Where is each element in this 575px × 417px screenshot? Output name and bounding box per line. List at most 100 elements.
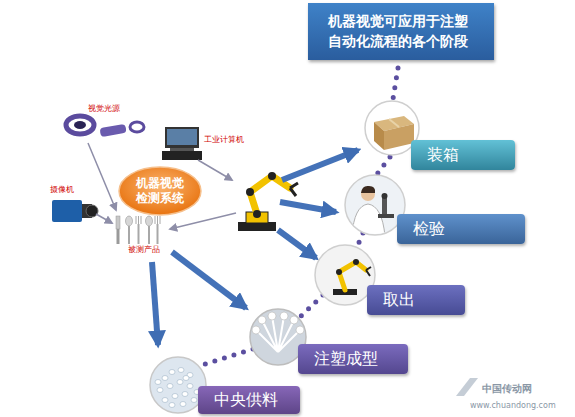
- industrial-computer-icon: [167, 129, 197, 145]
- robot-arm: [290, 183, 298, 196]
- signal-arrow: [88, 143, 236, 229]
- light-source-icon: [66, 116, 94, 134]
- stage-text: 装箱: [427, 145, 459, 165]
- camera-icon: [86, 205, 98, 217]
- process-arrow: [152, 262, 158, 345]
- inspection-picture: [361, 186, 375, 193]
- watermark-logo: [456, 378, 478, 396]
- camera-icon: [52, 200, 82, 222]
- packing-picture: [389, 119, 399, 127]
- process-arrow: [282, 150, 358, 180]
- take-out-picture: [315, 245, 375, 305]
- inspection-picture: [378, 214, 394, 218]
- stage-bar: 注塑成型: [298, 344, 408, 374]
- pellets-picture: [178, 368, 184, 373]
- inspection-picture: [382, 193, 388, 199]
- take-out-picture: [333, 259, 371, 295]
- molding-picture: [290, 316, 298, 324]
- dotted-chain: [199, 68, 398, 366]
- dotted-chain: [299, 295, 323, 318]
- stage-text: 注塑成型: [314, 349, 378, 369]
- process-arrow: [172, 252, 246, 308]
- process-arrow: [278, 230, 316, 258]
- signal-arrow: [88, 143, 116, 210]
- dotted-chain: [393, 68, 398, 99]
- watermark: 中国传动网: [482, 383, 532, 394]
- cutlery-products: [116, 216, 160, 244]
- cutlery-products: [126, 216, 133, 226]
- pellets-picture: [169, 370, 175, 375]
- title-box: 机器视觉可应用于注塑 自动化流程的各个阶段: [308, 3, 494, 60]
- take-out-picture: [339, 262, 366, 290]
- inspection-picture: [345, 175, 405, 236]
- pellets-picture: [162, 376, 168, 381]
- robot-arm: [268, 172, 276, 180]
- cutlery-products: [157, 224, 159, 244]
- pellets-picture: [183, 376, 189, 381]
- camera-icon: [52, 200, 98, 222]
- take-out-picture: [315, 245, 375, 305]
- pellets-picture: [191, 398, 197, 403]
- take-out-picture: [336, 269, 342, 275]
- stage-text: 中央供料: [214, 390, 278, 410]
- pellets-picture: [187, 384, 193, 389]
- packing-picture: [374, 122, 384, 150]
- pellets-picture: [162, 398, 168, 403]
- signal-arrow: [198, 160, 232, 180]
- industrial-computer-icon: [162, 151, 202, 160]
- part-label: 被测产品: [128, 246, 160, 255]
- pellets-picture: [177, 380, 183, 385]
- watermark-logo: [456, 378, 478, 396]
- dotted-chain: [377, 157, 390, 174]
- light-source-icon: [74, 121, 86, 129]
- industrial-computer-icon: [162, 127, 202, 160]
- inspection-picture: [382, 197, 387, 215]
- dotted-chain: [357, 233, 363, 247]
- cutlery-products: [138, 224, 140, 244]
- part-label: 视觉光源: [88, 105, 120, 114]
- robot-arm: [246, 188, 254, 196]
- pellets-picture: [172, 394, 178, 399]
- pellets-picture: [157, 388, 163, 393]
- light-source-icon: [100, 124, 127, 137]
- molding-picture: [268, 312, 276, 320]
- molding-picture: [252, 312, 304, 352]
- light-source-icon: [130, 122, 144, 132]
- take-out-picture: [353, 259, 359, 265]
- title-text: 机器视觉可应用于注塑 自动化流程的各个阶段: [328, 11, 474, 52]
- watermark: www.chuandong.com: [470, 402, 556, 411]
- inspection-picture: [352, 186, 394, 236]
- stage-text: 取出: [383, 290, 415, 310]
- take-out-picture: [366, 267, 371, 276]
- process-arrow: [280, 202, 336, 212]
- signal-arrow: [96, 214, 112, 223]
- packing-picture: [384, 124, 414, 150]
- cutlery-products: [155, 216, 160, 224]
- stage-bar: 检验: [397, 214, 525, 244]
- pellets-picture: [167, 384, 173, 389]
- cutlery-products: [146, 216, 153, 226]
- molding-picture: [256, 316, 300, 352]
- light-source-icon: [66, 116, 144, 137]
- robot-arm: [253, 210, 261, 218]
- industrial-computer-icon: [165, 127, 199, 148]
- pellets-picture: [182, 392, 188, 397]
- pellets-picture: [155, 380, 161, 385]
- inspection-picture: [352, 204, 385, 236]
- stage-text: 检验: [413, 219, 445, 239]
- inspection-picture: [345, 175, 405, 235]
- cutlery-products: [117, 229, 120, 244]
- cutlery-products: [136, 216, 141, 224]
- molding-picture: [258, 316, 266, 324]
- part-label: 工业计算机: [204, 136, 244, 145]
- stage-bar: 中央供料: [198, 386, 300, 414]
- system-ellipse: 机器视觉检测系统: [118, 166, 202, 216]
- signal-arrow: [170, 213, 236, 229]
- industrial-computer-icon: [170, 148, 194, 151]
- stage-bar: 取出: [367, 285, 465, 315]
- cutlery-products: [128, 226, 130, 244]
- pellets-picture: [180, 402, 186, 407]
- system-text: 机器视觉检测系统: [136, 176, 184, 206]
